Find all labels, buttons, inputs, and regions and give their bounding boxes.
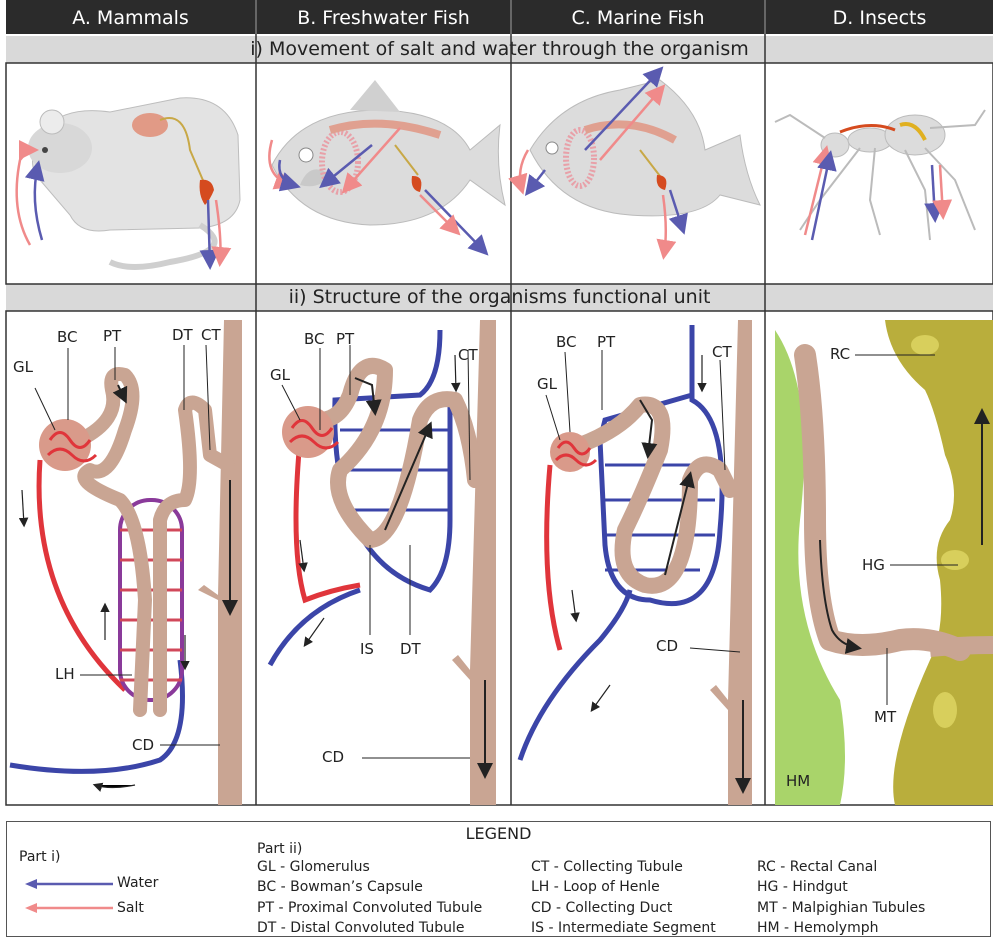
label-freshwater-dt: DT <box>400 640 421 658</box>
label-marine-pt: PT <box>597 333 615 351</box>
legend-item: BC - Bowman’s Capsule <box>257 879 423 895</box>
label-freshwater-bc: BC <box>304 330 325 348</box>
legend-item: IS - Intermediate Segment <box>531 920 716 936</box>
legend-item: RC - Rectal Canal <box>757 859 877 875</box>
legend-water: Water <box>117 875 158 891</box>
mammal-nephron <box>10 320 242 805</box>
legend-item: CT - Collecting Tubule <box>531 859 683 875</box>
legend-part-i: Part i) <box>19 849 60 865</box>
legend-item: GL - Glomerulus <box>257 859 370 875</box>
freshwater-nephron <box>270 320 496 805</box>
label-freshwater-ct: CT <box>458 346 478 364</box>
legend-item: DT - Distal Convoluted Tubule <box>257 920 464 936</box>
label-insect-rc: RC <box>830 345 850 363</box>
freshwater-fish-illustration <box>272 80 505 225</box>
label-marine-gl: GL <box>537 375 557 393</box>
legend-item: CD - Collecting Duct <box>531 900 672 916</box>
label-freshwater-pt: PT <box>336 330 354 348</box>
label-mammal-lh: LH <box>55 665 75 683</box>
label-mammal-bc: BC <box>57 328 78 346</box>
label-freshwater-cd: CD <box>322 748 344 766</box>
diagram-canvas <box>0 0 993 821</box>
legend-item: LH - Loop of Henle <box>531 879 660 895</box>
legend-item: MT - Malpighian Tubules <box>757 900 925 916</box>
label-freshwater-gl: GL <box>270 366 290 384</box>
label-marine-ct: CT <box>712 343 732 361</box>
legend-swatches <box>25 876 115 916</box>
insect-illustration <box>775 110 985 240</box>
marine-fish-illustration <box>530 80 760 216</box>
label-freshwater-is: IS <box>360 640 374 658</box>
label-mammal-ct: CT <box>201 326 221 344</box>
label-insect-mt: MT <box>874 708 896 726</box>
legend-part-ii: Part ii) <box>257 841 302 857</box>
label-mammal-pt: PT <box>103 327 121 345</box>
legend-item: HM - Hemolymph <box>757 920 878 936</box>
legend-title: LEGEND <box>7 824 990 843</box>
legend: LEGEND Part i) Water Salt Part ii) GL - … <box>6 821 991 937</box>
label-mammal-dt: DT <box>172 326 193 344</box>
legend-item: PT - Proximal Convoluted Tubule <box>257 900 482 916</box>
legend-salt: Salt <box>117 900 144 916</box>
label-insect-hm: HM <box>786 772 810 790</box>
label-insect-hg: HG <box>862 556 885 574</box>
label-mammal-cd: CD <box>132 736 154 754</box>
label-marine-bc: BC <box>556 333 577 351</box>
label-marine-cd: CD <box>656 637 678 655</box>
legend-item: HG - Hindgut <box>757 879 848 895</box>
label-mammal-gl: GL <box>13 358 33 376</box>
